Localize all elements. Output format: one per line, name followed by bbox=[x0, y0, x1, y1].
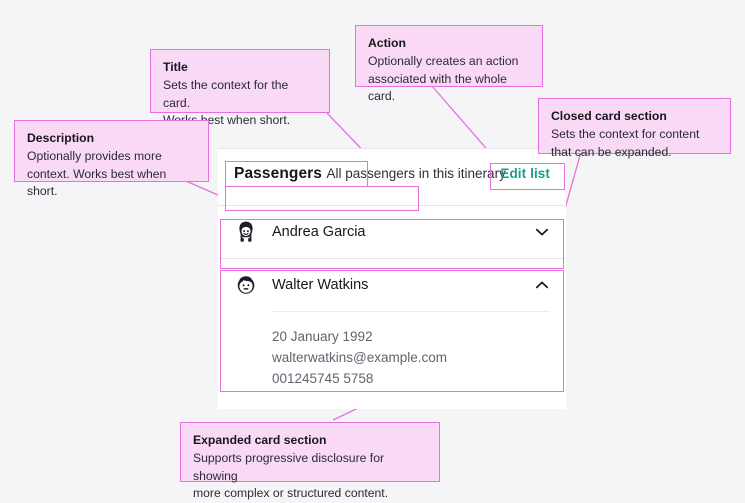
passenger-name: Walter Watkins bbox=[272, 277, 369, 293]
annotation-action: Action Optionally creates an action asso… bbox=[355, 25, 543, 103]
annotation-heading: Expanded card section bbox=[193, 433, 327, 447]
card-section-andrea-garcia: Andrea Garcia bbox=[218, 205, 566, 258]
annotation-closed-card-section: Closed card section Sets the context for… bbox=[538, 98, 731, 159]
section-header-walter-watkins[interactable]: Walter Watkins bbox=[218, 259, 566, 311]
edit-list-button[interactable]: Edit list bbox=[500, 166, 550, 181]
passenger-email: walterwatkins@example.com bbox=[272, 350, 448, 365]
passenger-dob: 20 January 1992 bbox=[272, 329, 373, 344]
chevron-up-icon[interactable] bbox=[534, 277, 550, 293]
annotation-text: Supports progressive disclosure for show… bbox=[193, 451, 389, 500]
passenger-phone: 001245745 5758 bbox=[272, 371, 374, 386]
annotation-text: Sets the context for the card. Works bes… bbox=[163, 78, 291, 127]
annotation-title: Title Sets the context for the card. Wor… bbox=[150, 49, 330, 127]
man-avatar-icon bbox=[234, 273, 258, 297]
passenger-name: Andrea Garcia bbox=[272, 224, 366, 240]
card-header: Passengers Edit list All passengers in t… bbox=[218, 149, 566, 205]
card-description: All passengers in this itinerary bbox=[326, 166, 506, 181]
annotation-heading: Description bbox=[27, 131, 95, 145]
annotation-expanded-card-section: Expanded card section Supports progressi… bbox=[180, 422, 440, 500]
passengers-card: Passengers Edit list All passengers in t… bbox=[218, 148, 566, 409]
woman-avatar-icon bbox=[234, 220, 258, 244]
chevron-down-icon[interactable] bbox=[534, 224, 550, 240]
section-body-walter-watkins: 20 January 1992 walterwatkins@example.co… bbox=[272, 311, 550, 409]
annotation-heading: Action bbox=[368, 36, 406, 50]
annotation-text: Optionally creates an action associated … bbox=[368, 54, 519, 103]
annotation-heading: Title bbox=[163, 60, 188, 74]
section-header-andrea-garcia[interactable]: Andrea Garcia bbox=[218, 206, 566, 258]
card-section-walter-watkins: Walter Watkins 20 January 1992 walterwat… bbox=[218, 258, 566, 409]
annotation-description: Description Optionally provides more con… bbox=[14, 120, 209, 198]
annotation-text: Optionally provides more context. Works … bbox=[27, 149, 167, 198]
card-title: Passengers bbox=[234, 165, 323, 182]
annotation-text: Sets the context for content that can be… bbox=[551, 127, 700, 159]
annotation-heading: Closed card section bbox=[551, 109, 667, 123]
